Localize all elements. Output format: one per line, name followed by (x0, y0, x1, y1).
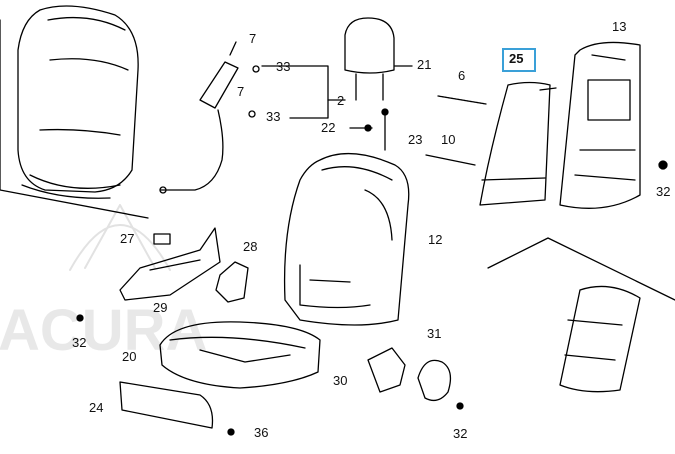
callout-30[interactable]: 30 (333, 373, 348, 388)
seat-side-trim-illustration (119, 227, 221, 301)
headrest-illustration (344, 17, 395, 101)
callout-25[interactable]: 25 (509, 51, 524, 66)
callout-27[interactable]: 27 (120, 231, 135, 246)
seat-back-detail-illustration (487, 237, 675, 393)
callout-12[interactable]: 12 (428, 232, 443, 247)
callout-32[interactable]: 32 (453, 426, 468, 441)
bracket-28-illustration (215, 261, 249, 303)
callout-13[interactable]: 13 (612, 19, 627, 34)
callout-7[interactable]: 7 (237, 84, 245, 99)
back-panel-25-illustration (479, 81, 557, 206)
side-airbag-illustration (159, 41, 260, 194)
callout-32[interactable]: 32 (72, 335, 87, 350)
callout-23[interactable]: 23 (408, 132, 423, 147)
seat-back-cover-illustration (0, 5, 149, 219)
callout-2[interactable]: 2 (337, 93, 345, 108)
callout-20[interactable]: 20 (122, 349, 137, 364)
acura-watermark: ACURA (0, 204, 207, 363)
seat-back-pad-illustration (283, 152, 410, 326)
callout-33[interactable]: 33 (266, 109, 281, 124)
callout-21[interactable]: 21 (417, 57, 432, 72)
part-highlight-box[interactable] (502, 48, 536, 72)
callout-7[interactable]: 7 (249, 31, 257, 46)
callout-36[interactable]: 36 (254, 425, 269, 440)
trim-bar-24-illustration (119, 381, 214, 429)
svg-text:ACURA: ACURA (0, 298, 207, 363)
callout-31[interactable]: 31 (427, 326, 442, 341)
seat-cushion-illustration (159, 321, 321, 389)
callout-6[interactable]: 6 (458, 68, 466, 83)
callout-10[interactable]: 10 (441, 132, 456, 147)
callout-33[interactable]: 33 (276, 59, 291, 74)
callout-28[interactable]: 28 (243, 239, 258, 254)
seat-frame-illustration (559, 41, 641, 209)
callout-29[interactable]: 29 (153, 300, 168, 315)
callout-22[interactable]: 22 (321, 120, 336, 135)
callout-24[interactable]: 24 (89, 400, 104, 415)
callout-32[interactable]: 32 (656, 184, 671, 199)
recliner-30-illustration (367, 347, 406, 393)
cover-31-illustration (417, 359, 452, 402)
